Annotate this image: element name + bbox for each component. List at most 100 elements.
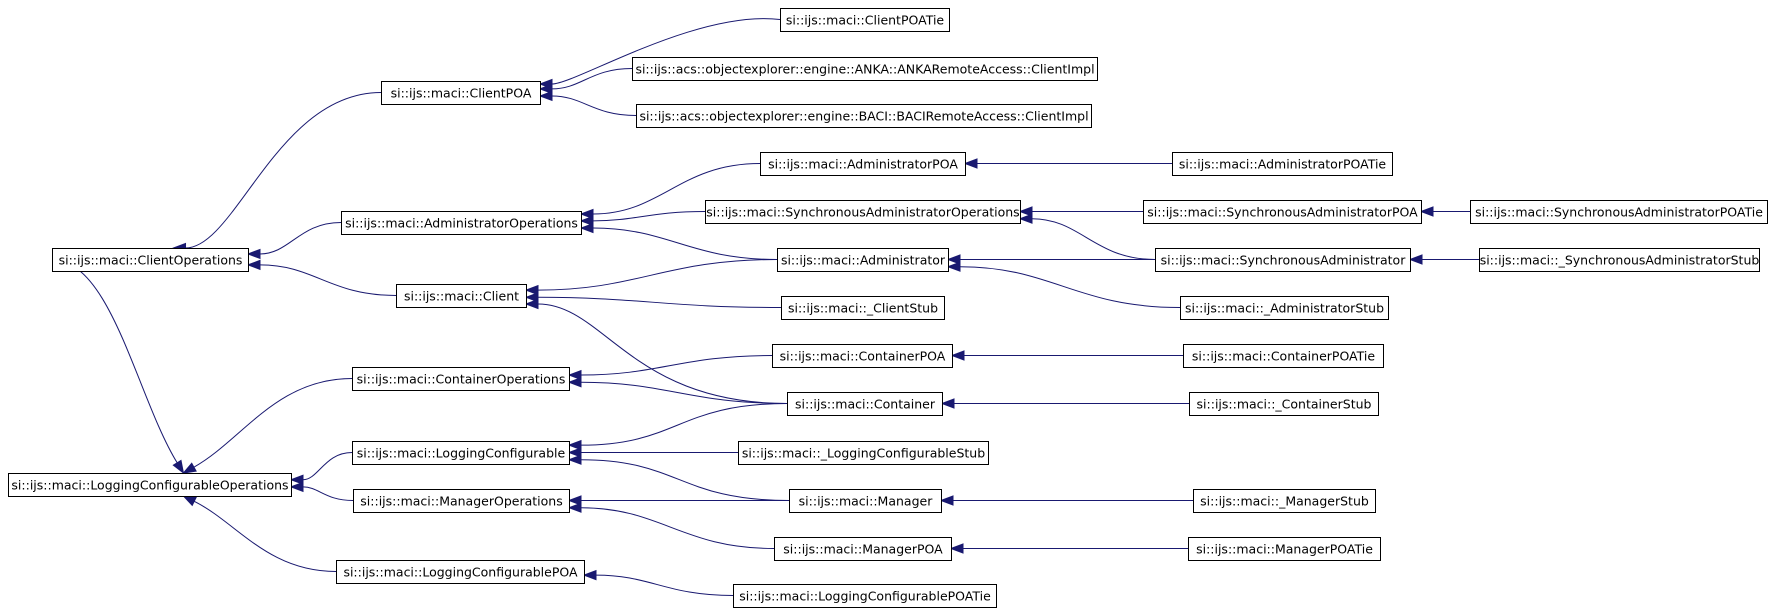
class-node-loggingconfigurablepoa[interactable]: si::ijs::maci::LoggingConfigurablePOA	[336, 560, 585, 584]
arrowhead-client	[524, 292, 539, 303]
class-node-box[interactable]	[52, 248, 249, 272]
class-node-box[interactable]	[1155, 248, 1411, 272]
class-node-label: si::ijs::maci::Administrator	[781, 253, 946, 268]
class-node-box[interactable]	[772, 344, 953, 368]
class-node-containeroperations[interactable]: si::ijs::maci::ContainerOperations	[352, 367, 570, 391]
class-node-synchronousadministratorstub[interactable]: si::ijs::maci::_SynchronousAdministrator…	[1479, 248, 1760, 272]
edge-container-to-loggingconfigurable	[567, 403, 788, 451]
edge-administrator-to-client	[524, 259, 778, 296]
class-node-box[interactable]	[789, 489, 942, 513]
class-node-box[interactable]	[780, 8, 950, 32]
class-node-box[interactable]	[774, 537, 952, 561]
edge-line	[580, 507, 775, 549]
class-node-label: si::ijs::maci::AdministratorPOATie	[1179, 157, 1387, 172]
class-node-box[interactable]	[760, 152, 966, 176]
class-node-box[interactable]	[8, 473, 292, 497]
class-node-managerpoatie[interactable]: si::ijs::maci::ManagerPOATie	[1188, 537, 1381, 561]
arrowhead-managerpoa	[949, 543, 964, 554]
class-node-box[interactable]	[632, 57, 1098, 81]
class-node-box[interactable]	[787, 392, 943, 416]
class-node-box[interactable]	[1172, 152, 1393, 176]
class-node-box[interactable]	[733, 584, 997, 608]
class-node-label: si::ijs::maci::ContainerPOATie	[1192, 349, 1375, 364]
edge-managerstub-to-manager	[939, 495, 1193, 506]
class-node-loggingconfigurableoperations[interactable]: si::ijs::maci::LoggingConfigurableOperat…	[8, 473, 292, 497]
arrowhead-clientpoa	[538, 83, 553, 95]
class-node-administratorstub[interactable]: si::ijs::maci::_AdministratorStub	[1180, 296, 1389, 320]
class-node-box[interactable]	[341, 211, 582, 235]
class-node-box[interactable]	[1183, 344, 1384, 368]
class-node-box[interactable]	[738, 441, 989, 465]
class-node-synchronousadministratorpoatie[interactable]: si::ijs::maci::SynchronousAdministratorP…	[1470, 200, 1768, 224]
class-node-box[interactable]	[396, 284, 527, 308]
class-node-box[interactable]	[1180, 296, 1389, 320]
class-node-box[interactable]	[1189, 392, 1379, 416]
class-node-box[interactable]	[336, 560, 585, 584]
edge-line	[592, 211, 706, 222]
edge-line	[537, 296, 782, 308]
class-node-box[interactable]	[777, 248, 949, 272]
class-node-label: si::ijs::maci::ManagerOperations	[360, 494, 562, 509]
arrowhead-synchronousadministratorpoa	[1419, 206, 1434, 217]
edge-managerpoa-to-manageroperations	[567, 502, 775, 549]
class-node-managerstub[interactable]: si::ijs::maci::_ManagerStub	[1193, 489, 1376, 513]
class-node-box[interactable]	[352, 367, 570, 391]
class-node-synchronousadministratorpoa[interactable]: si::ijs::maci::SynchronousAdministratorP…	[1143, 200, 1422, 224]
class-node-box[interactable]	[1193, 489, 1376, 513]
edge-synchronousadministratorpoatie-to-synchronousadministratorpoa	[1419, 206, 1470, 217]
class-node-box[interactable]	[1479, 248, 1760, 272]
class-node-containerpoatie[interactable]: si::ijs::maci::ContainerPOATie	[1183, 344, 1384, 368]
edge-line	[259, 222, 342, 255]
class-node-container[interactable]: si::ijs::maci::Container	[787, 392, 943, 416]
edge-line	[592, 163, 761, 215]
class-node-client[interactable]: si::ijs::maci::Client	[396, 284, 527, 308]
edge-administrator-to-administratoroperations	[579, 222, 778, 260]
arrowhead-loggingconfigurableoperations	[172, 459, 185, 475]
edge-manageroperations-to-loggingconfigurableoperations	[289, 481, 354, 501]
class-node-box[interactable]	[705, 200, 1021, 224]
class-node-label: si::ijs::maci::AdministratorOperations	[345, 216, 578, 231]
class-node-box[interactable]	[353, 489, 570, 513]
class-node-clientpoa[interactable]: si::ijs::maci::ClientPOA	[381, 81, 541, 105]
class-node-loggingconfigurablepoatie[interactable]: si::ijs::maci::LoggingConfigurablePOATie	[733, 584, 997, 608]
edge-line	[259, 264, 397, 296]
class-node-baci-clientimpl[interactable]: si::ijs::acs::objectexplorer::engine::BA…	[636, 104, 1092, 128]
edge-containeroperations-to-loggingconfigurableoperations	[182, 378, 353, 474]
class-node-administratorpoatie[interactable]: si::ijs::maci::AdministratorPOATie	[1172, 152, 1393, 176]
class-node-administrator[interactable]: si::ijs::maci::Administrator	[777, 248, 949, 272]
class-node-synchronousadministrator[interactable]: si::ijs::maci::SynchronousAdministrator	[1155, 248, 1411, 272]
class-node-box[interactable]	[781, 296, 945, 320]
class-node-manager[interactable]: si::ijs::maci::Manager	[789, 489, 942, 513]
class-node-box[interactable]	[636, 104, 1092, 128]
class-node-clientpoatie[interactable]: si::ijs::maci::ClientPOATie	[780, 8, 950, 32]
class-node-label: si::ijs::acs::objectexplorer::engine::BA…	[639, 109, 1088, 124]
class-node-clientstub[interactable]: si::ijs::maci::_ClientStub	[781, 296, 945, 320]
class-node-containerpoa[interactable]: si::ijs::maci::ContainerPOA	[772, 344, 953, 368]
class-node-label: si::ijs::maci::SynchronousAdministratorP…	[1475, 205, 1763, 220]
edge-containerpoatie-to-containerpoa	[950, 350, 1183, 361]
class-node-managerpoa[interactable]: si::ijs::maci::ManagerPOA	[774, 537, 952, 561]
arrowhead-loggingconfigurableoperations	[289, 474, 304, 485]
class-node-label: si::ijs::maci::ManagerPOATie	[1196, 542, 1373, 557]
edge-container-to-client	[524, 298, 788, 404]
arrowhead-clientpoa	[538, 90, 553, 102]
class-node-anka-clientimpl[interactable]: si::ijs::acs::objectexplorer::engine::AN…	[632, 57, 1098, 81]
class-node-box[interactable]	[1143, 200, 1422, 224]
class-node-loggingconfigurablestub[interactable]: si::ijs::maci::_LoggingConfigurableStub	[738, 441, 989, 465]
class-node-clientoperations[interactable]: si::ijs::maci::ClientOperations	[52, 248, 249, 272]
class-node-synchronousadministratoroperations[interactable]: si::ijs::maci::SynchronousAdministratorO…	[705, 200, 1021, 224]
class-node-box[interactable]	[352, 441, 570, 465]
class-node-loggingconfigurable[interactable]: si::ijs::maci::LoggingConfigurable	[352, 441, 570, 465]
edge-manager-to-manageroperations	[567, 495, 789, 506]
class-node-box[interactable]	[1470, 200, 1768, 224]
edge-line	[551, 95, 637, 116]
class-node-containerstub[interactable]: si::ijs::maci::_ContainerStub	[1189, 392, 1379, 416]
edge-synchronousadministratorstub-to-synchronousadministrator	[1408, 254, 1479, 265]
edge-administratorpoatie-to-administratorpoa	[963, 158, 1172, 169]
class-node-box[interactable]	[381, 81, 541, 105]
class-node-administratorpoa[interactable]: si::ijs::maci::AdministratorPOA	[760, 152, 966, 176]
class-node-administratoroperations[interactable]: si::ijs::maci::AdministratorOperations	[341, 211, 582, 235]
class-node-box[interactable]	[1188, 537, 1381, 561]
class-node-manageroperations[interactable]: si::ijs::maci::ManagerOperations	[353, 489, 570, 513]
arrowhead-clientoperations	[246, 248, 261, 260]
